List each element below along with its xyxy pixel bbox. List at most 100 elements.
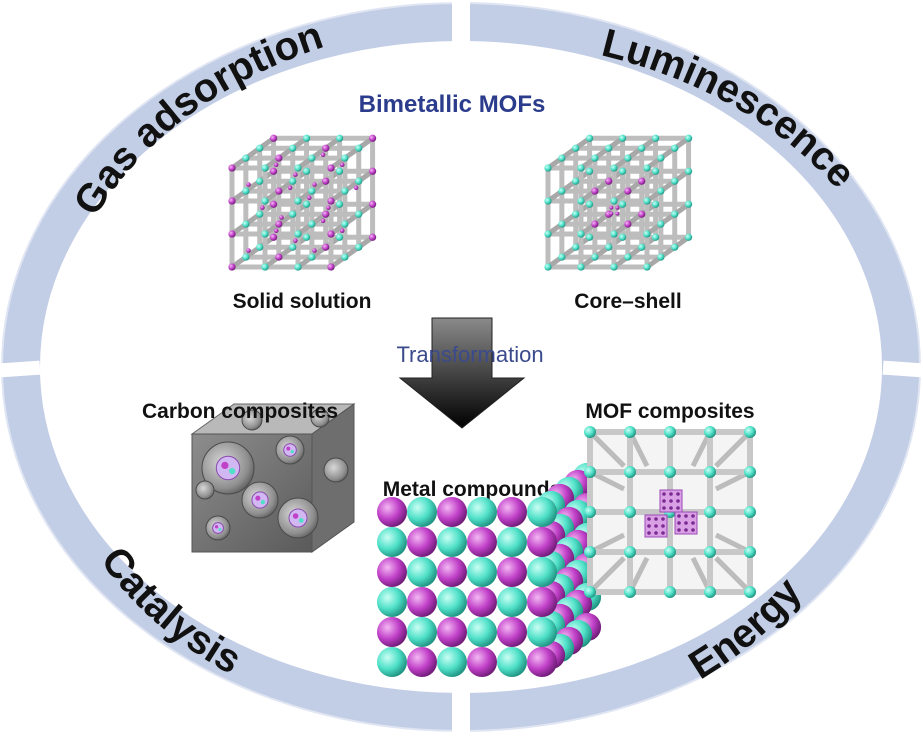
particle-dot bbox=[214, 525, 219, 529]
cyan-node bbox=[355, 144, 363, 152]
cyan-sphere bbox=[497, 587, 527, 617]
cyan-node bbox=[558, 220, 566, 228]
magenta-sphere bbox=[407, 587, 437, 617]
cyan-node bbox=[308, 253, 316, 261]
cyan-node bbox=[651, 134, 660, 142]
cyan-node bbox=[544, 197, 552, 205]
cyan-node bbox=[302, 134, 311, 142]
cyan-node bbox=[558, 253, 566, 261]
magenta-sphere bbox=[377, 497, 407, 527]
cyan-node bbox=[572, 243, 580, 251]
cyan-node bbox=[744, 466, 756, 478]
magenta-node bbox=[368, 200, 377, 208]
carbon-pore bbox=[195, 480, 215, 500]
particle-dot bbox=[286, 446, 291, 451]
cyan-node bbox=[294, 164, 302, 172]
cyan-node bbox=[618, 134, 627, 142]
cyan-sphere bbox=[497, 647, 527, 677]
inner-cube-node bbox=[661, 531, 665, 535]
inner-cube-node bbox=[677, 521, 681, 525]
label-metal-compounds: Metal compounds bbox=[383, 478, 562, 501]
cyan-sphere bbox=[377, 587, 407, 617]
cyan-node bbox=[335, 233, 344, 241]
magenta-node bbox=[327, 263, 335, 271]
magenta-node bbox=[368, 167, 377, 175]
cyan-node bbox=[643, 230, 651, 238]
magenta-sphere bbox=[497, 557, 527, 587]
cyan-node bbox=[657, 154, 665, 162]
cyan-node bbox=[610, 263, 618, 271]
mof-composite-frame bbox=[584, 426, 756, 598]
frame-rod bbox=[714, 430, 752, 468]
cyan-node bbox=[664, 546, 676, 558]
cyan-node bbox=[544, 164, 552, 172]
magenta-cluster bbox=[246, 182, 251, 187]
cyan-node bbox=[308, 154, 316, 162]
cyan-node bbox=[624, 506, 636, 518]
cyan-node bbox=[261, 230, 269, 238]
cyan-node bbox=[671, 243, 679, 251]
cyan-node bbox=[289, 144, 297, 152]
embedded-mof-particle bbox=[288, 508, 308, 528]
cyan-node bbox=[744, 506, 756, 518]
cyan-node bbox=[744, 546, 756, 558]
cyan-sphere bbox=[407, 557, 437, 587]
cyan-node bbox=[664, 586, 676, 598]
magenta-cluster bbox=[615, 205, 620, 210]
cyan-node bbox=[591, 253, 599, 261]
magenta-cluster bbox=[306, 195, 312, 201]
cyan-node bbox=[610, 230, 618, 238]
cyan-sphere bbox=[467, 497, 497, 527]
embedded-mof-particle bbox=[251, 491, 269, 509]
embedded-mof-particle bbox=[283, 443, 297, 457]
cyan-node bbox=[242, 187, 250, 195]
inner-cube-node bbox=[669, 506, 673, 510]
magenta-node bbox=[275, 253, 283, 261]
magenta-cluster bbox=[246, 248, 251, 253]
magenta-node bbox=[269, 167, 278, 175]
magenta-node bbox=[228, 263, 236, 271]
magenta-sphere bbox=[377, 617, 407, 647]
cyan-node bbox=[308, 187, 316, 195]
magenta-cluster bbox=[293, 238, 298, 243]
cyan-node bbox=[294, 230, 302, 238]
label-mof-composites: MOF composites bbox=[585, 400, 754, 423]
cyan-node bbox=[657, 220, 665, 228]
inner-cube-node bbox=[654, 531, 658, 535]
cyan-node bbox=[651, 200, 660, 208]
inner-cube-node bbox=[676, 499, 680, 503]
particle-dot bbox=[221, 461, 229, 470]
magenta-sphere bbox=[377, 557, 407, 587]
cyan-node bbox=[744, 586, 756, 598]
magenta-node bbox=[322, 177, 330, 185]
magenta-node bbox=[327, 164, 335, 172]
inner-cube-node bbox=[691, 528, 695, 532]
cyan-node bbox=[544, 230, 552, 238]
cyan-node bbox=[341, 154, 349, 162]
magenta-node bbox=[269, 233, 278, 241]
particle-dot bbox=[260, 500, 266, 505]
cyan-node bbox=[605, 144, 613, 152]
cyan-node bbox=[704, 546, 716, 558]
magenta-sphere bbox=[467, 587, 497, 617]
cyan-node bbox=[584, 466, 596, 478]
inner-cube-node bbox=[677, 528, 681, 532]
embedded-mof-particle bbox=[212, 522, 224, 534]
cyan-node bbox=[341, 220, 349, 228]
cyan-node bbox=[261, 164, 269, 172]
label-transformation: Transformation bbox=[396, 342, 543, 367]
cyan-node bbox=[584, 506, 596, 518]
cyan-sphere bbox=[437, 647, 467, 677]
cyan-node bbox=[355, 177, 363, 185]
cyan-node bbox=[585, 134, 594, 142]
cyan-node bbox=[671, 210, 679, 218]
magenta-node bbox=[228, 164, 236, 172]
cyan-node bbox=[704, 466, 716, 478]
cyan-sphere bbox=[437, 527, 467, 557]
cyan-node bbox=[610, 164, 618, 172]
transformation-arrow bbox=[398, 317, 526, 429]
cyan-node bbox=[704, 506, 716, 518]
cyan-node bbox=[624, 466, 636, 478]
carbon-pore bbox=[241, 409, 263, 431]
lattice-nodes bbox=[544, 134, 693, 271]
